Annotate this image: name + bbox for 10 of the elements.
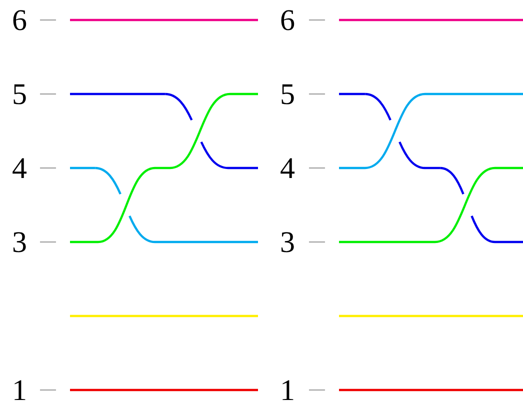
axis-number: 4: [12, 154, 27, 184]
axis-number: 4: [280, 154, 295, 184]
axis-number: 1: [280, 376, 295, 406]
axis-number: 6: [280, 6, 295, 36]
axis-number: 5: [12, 80, 27, 110]
axis-number: 1: [12, 376, 27, 406]
axis-number: 3: [12, 228, 27, 258]
axis-number: 6: [12, 6, 27, 36]
axis-number: 3: [280, 228, 295, 258]
axis-number: 5: [280, 80, 295, 110]
